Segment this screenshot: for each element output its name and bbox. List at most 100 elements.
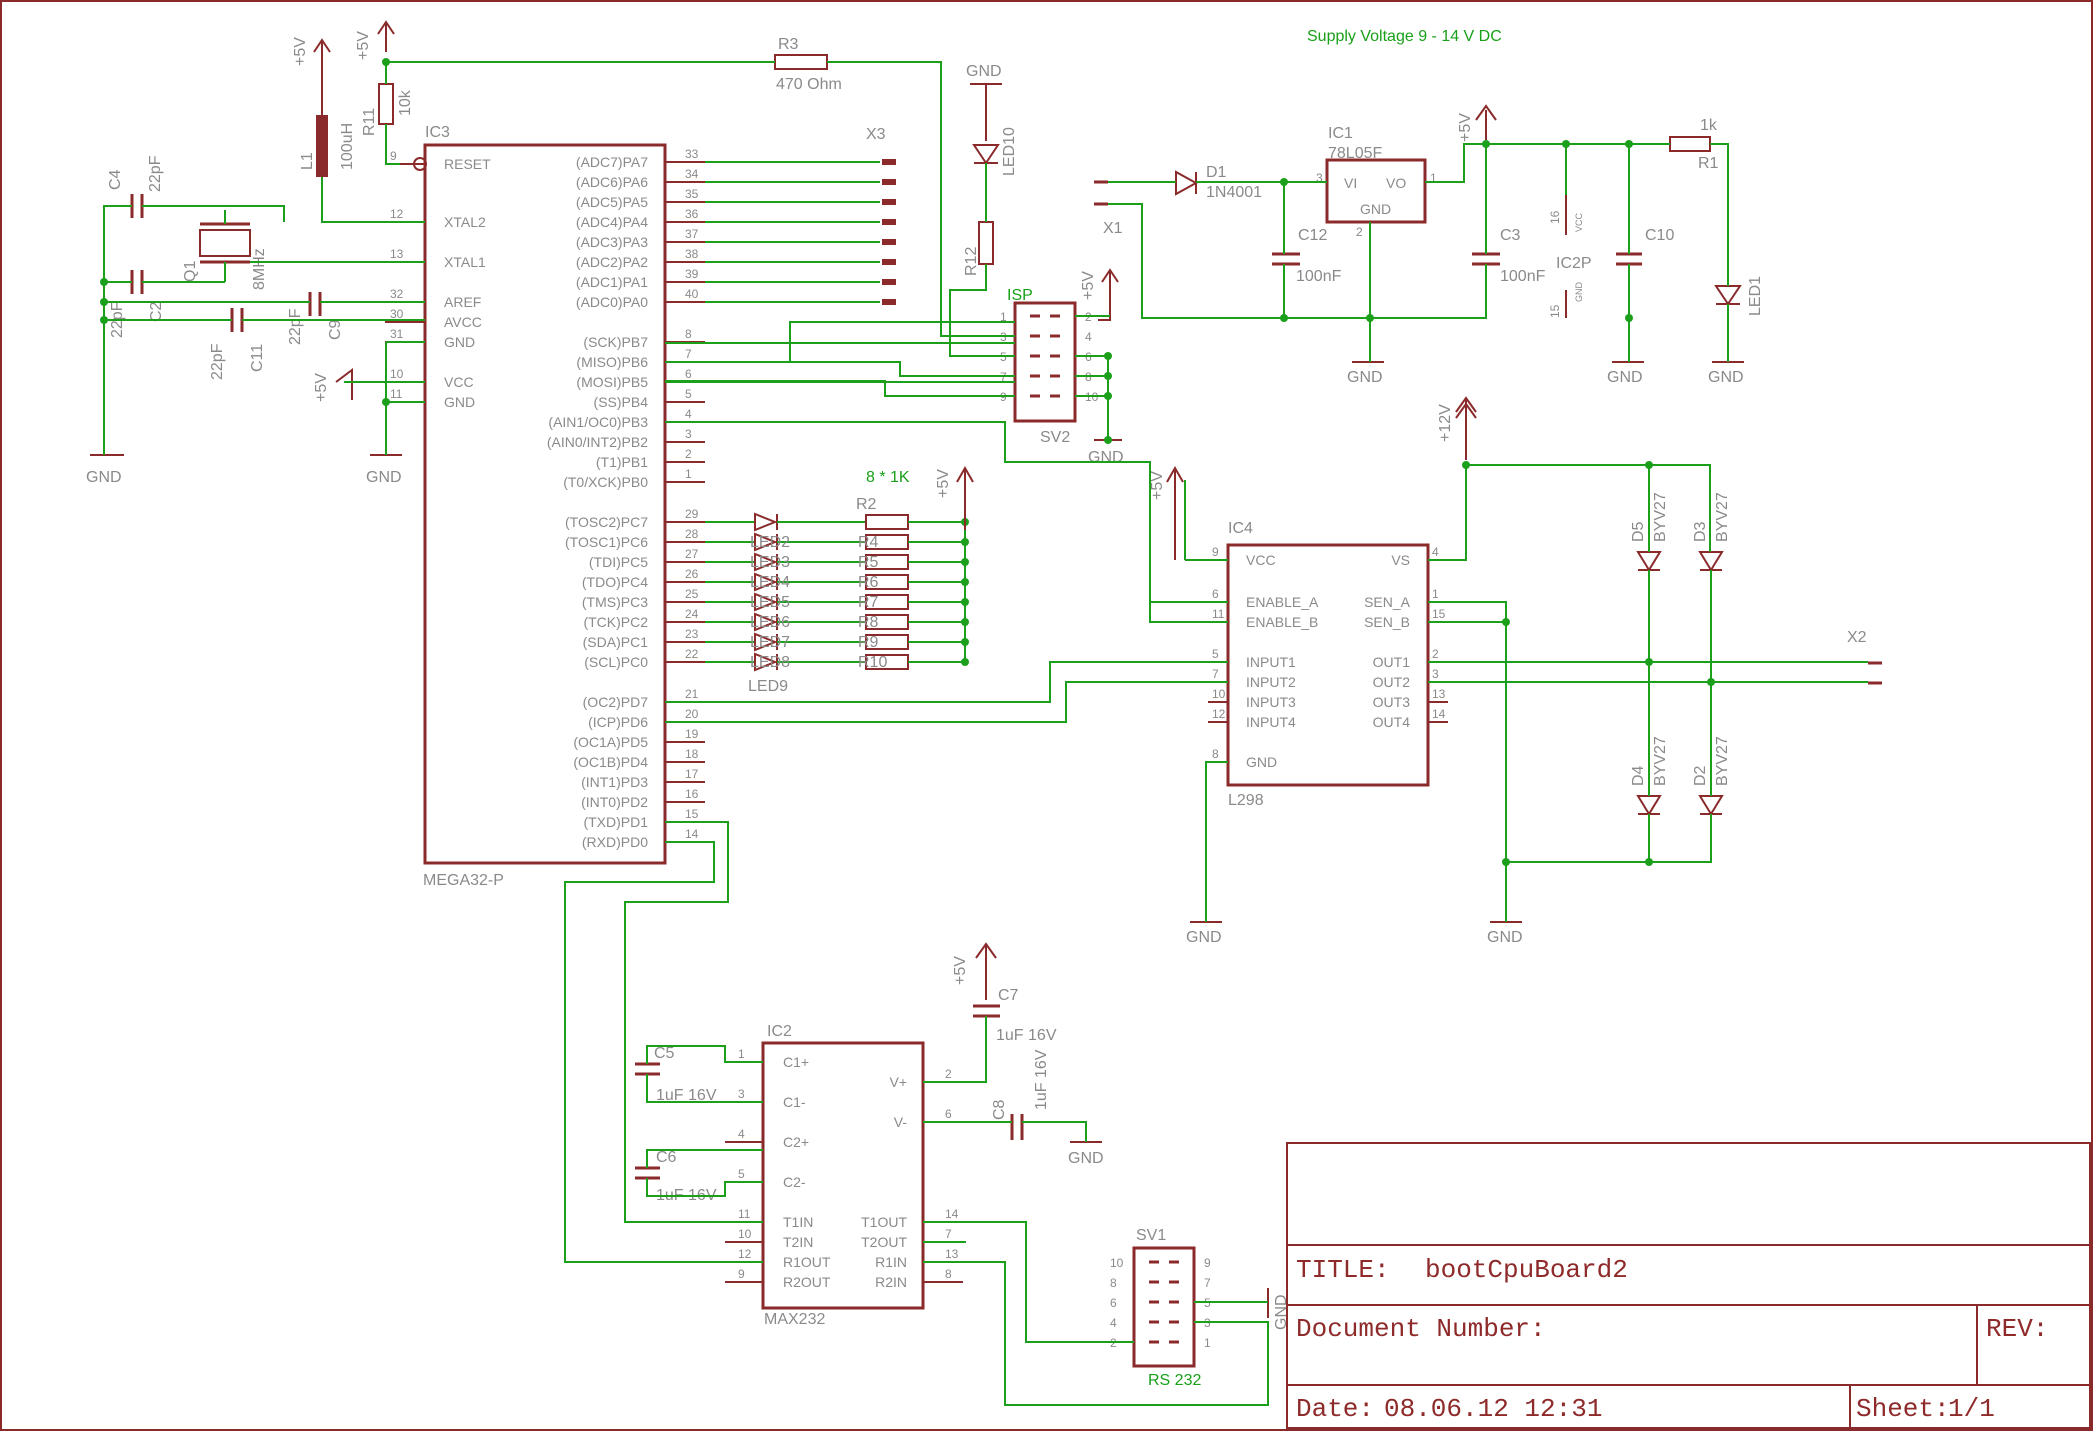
regulator-ic1 [1325,158,1427,224]
max232-left-pin-name: R1OUT [783,1254,831,1270]
r3-value: 470 Ohm [776,76,842,93]
driver-ref: IC4 [1228,520,1253,537]
r3-ref: R3 [778,36,799,53]
mcu-right-pin-num: 18 [685,747,699,761]
mcu-right-pin-name: (SDA)PC1 [583,634,649,650]
driver-left-pin-name: ENABLE_B [1246,614,1318,630]
ic2p-pin-vcc: 16 [1548,210,1562,224]
power-supply: X1 D1 1N4001 IC1 78L05F VI VO GND 3 1 2 … [1094,104,1764,386]
mcu-right-pin-num: 33 [685,147,699,161]
gnd-left: GND GND [86,454,402,486]
max232-body [761,1041,925,1310]
led-ref: LED4 [750,574,790,591]
mcu-left-pin-name: VCC [444,374,474,390]
gnd-label-reg: GND [1347,369,1383,386]
ic1-vi: VI [1344,175,1357,191]
diode-d2 [1698,795,1724,816]
p5v-arrow-isp [1098,268,1119,321]
x3-connector: X3 [705,126,896,305]
max232-left-pin-name: C1- [783,1094,806,1110]
resistor-r11 [378,83,394,125]
mcu-left-pin-num: 32 [390,287,404,301]
c8-value: 1uF 16V [1033,1049,1050,1110]
mcu-right-pin-name: (SS)PB4 [594,394,649,410]
junction-dots [100,58,1715,866]
x3-pin [882,299,896,305]
cap-c7 [973,1004,1000,1018]
reset-inverter-bubble [413,157,427,171]
max232-left-pin-name: C2- [783,1174,806,1190]
ic2p-vcc: VCC [1574,212,1584,232]
c4-ref: C4 [107,169,124,190]
driver-left-pin-name: VCC [1246,552,1276,568]
r11-ref: R11 [361,108,378,136]
x3-pin [882,219,896,225]
mcu-right-pin-num: 6 [685,367,692,381]
p5v-arrow-vcc [335,368,353,400]
driver-left-pin-num: 9 [1212,545,1219,559]
isp-body [1013,301,1077,423]
mcu-right-pin-num: 5 [685,387,692,401]
driver-right-pin-num: 13 [1432,687,1446,701]
mcu-right-pin-name: (ICP)PD6 [588,714,648,730]
mcu-right-pin-name: (ADC0)PA0 [576,294,648,310]
title-frame [1286,1142,2091,1429]
p12v-arrow [1455,396,1477,460]
cap-c3 [1472,252,1500,266]
gnd-label-led1: GND [1708,369,1744,386]
p5v-arrow-reg [1475,104,1497,140]
ic1-pin-gnd: 2 [1356,225,1363,239]
driver-right-pin-num: 15 [1432,607,1446,621]
driver-right-pin-name: OUT4 [1373,714,1411,730]
mcu-right-pin-name: (SCL)PC0 [584,654,648,670]
driver-left-pin-num: 8 [1212,747,1219,761]
max232-right-pin-name: V+ [889,1074,907,1090]
mcu-right-pin-num: 36 [685,207,699,221]
max232-right-pin-num: 8 [945,1267,952,1281]
driver-left-pin-num: 12 [1212,707,1226,721]
mcu-right-pin-name: (T0/XCK)PB0 [563,474,648,490]
mcu-right-pin-num: 23 [685,627,699,641]
p5v-arrow-r11 [377,20,395,52]
x3-pin [882,199,896,205]
mcu-left-pin-name: AREF [444,294,481,310]
diode-d4 [1636,795,1662,816]
led-resistor-ref: R9 [858,634,879,651]
led-resistor-ref: R7 [858,594,879,611]
p5v-arrow-drv [1166,465,1184,560]
driver-left-pin-num: 11 [1212,607,1225,621]
x1-label: X1 [1103,220,1123,237]
ic2p-gnd: GND [1574,282,1584,303]
led-resistor-ref: R6 [858,574,879,591]
driver-right-pin-num: 3 [1432,667,1439,681]
driver-right-pin-num: 2 [1432,647,1439,661]
led-ref: LED7 [750,634,790,651]
x2-pins [1868,661,1882,685]
mcu-ref: IC3 [425,124,450,141]
sv1-pin-num-left: 4 [1110,1316,1117,1330]
mcu-right-pin-num: 27 [685,547,699,561]
mcu-right-pin-num: 15 [685,807,699,821]
crystal-section: C4 22pF C2 22pF Q1 8MHz C11 22pF C9 22pF… [107,155,353,402]
title-label: TITLE: [1296,1255,1390,1285]
mcu-right-pin-name: (TMS)PC3 [582,594,648,610]
mcu-right-pin-name: (TCK)PC2 [583,614,648,630]
mcu-right-pin-name: (OC1A)PD5 [573,734,648,750]
mcu-right-pin-name: (MISO)PB6 [576,354,648,370]
c7-ref: C7 [998,987,1019,1004]
driver-left-pin-num: 10 [1212,687,1226,701]
mcu-right-pin-num: 19 [685,727,699,741]
led-resistor [865,514,909,530]
max232-right-pin-num: 13 [945,1247,959,1261]
mcu-left-pin-num: 10 [390,367,404,381]
ic2p-pin-gnd: 15 [1548,304,1562,318]
mcu-left-pin-num: 9 [390,149,397,163]
p5v-label-r11: +5V [355,31,372,60]
mcu-right-pin-name: (TDO)PC4 [582,574,648,590]
cap-c6 [635,1166,660,1180]
cap-c2 [130,270,144,294]
driver-left-pin-name: INPUT1 [1246,654,1296,670]
r1-ref: R1 [1698,155,1719,172]
mcu-right-pin-num: 29 [685,507,699,521]
